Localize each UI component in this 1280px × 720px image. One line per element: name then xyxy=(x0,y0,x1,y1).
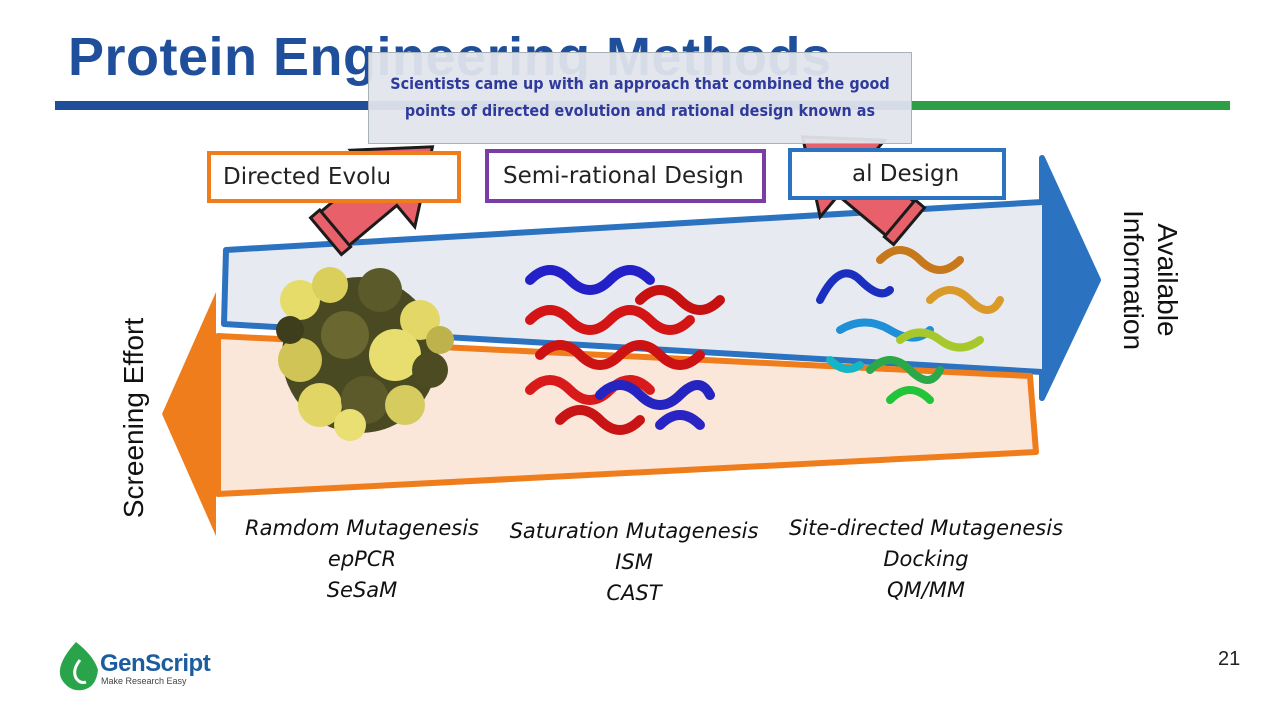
methods-site-directed: Site-directed Mutagenesis Docking QM/MM xyxy=(782,513,1070,606)
methods-saturation: Saturation Mutagenesis ISM CAST xyxy=(500,516,768,609)
method-item: QM/MM xyxy=(887,578,965,602)
genscript-logo-icon xyxy=(59,642,98,691)
method-item: Saturation Mutagenesis xyxy=(509,519,759,543)
protein-structure-icon-random xyxy=(276,267,454,441)
title-underline-green xyxy=(910,101,1230,110)
available-information-axis-label: Available Information xyxy=(1116,210,1184,350)
logo-name: GenScript xyxy=(100,650,211,677)
axis-label-line-2: Information xyxy=(1118,209,1149,351)
information-arrowhead xyxy=(1042,158,1098,398)
protein-structure-icon-site xyxy=(816,246,1004,404)
method-item: ISM xyxy=(615,550,653,574)
axis-label-line-1: Available xyxy=(1152,223,1183,337)
methods-random: Ramdom Mutagenesis epPCR SeSaM xyxy=(232,513,492,606)
page-number: 21 xyxy=(1218,648,1241,670)
screening-arrowhead xyxy=(162,292,216,536)
method-item: Site-directed Mutagenesis xyxy=(788,516,1064,540)
caption-overlay xyxy=(368,52,912,144)
logo-tagline: Make Research Easy xyxy=(101,676,187,686)
method-item: epPCR xyxy=(327,547,397,571)
semi-rational-design-label: Semi-rational Design xyxy=(485,149,766,203)
protein-structure-icon-saturation xyxy=(525,265,725,435)
method-item: Docking xyxy=(883,547,969,571)
method-item: CAST xyxy=(606,581,662,605)
directed-evolution-label: Directed Evolu xyxy=(207,151,461,203)
caption-text: Scientists came up with an approach that… xyxy=(390,74,890,120)
method-item: SeSaM xyxy=(326,578,398,602)
screening-effort-axis-label: Screening Effort xyxy=(118,317,149,519)
method-item: Ramdom Mutagenesis xyxy=(245,516,479,540)
rational-design-label: al Design xyxy=(788,148,1006,200)
